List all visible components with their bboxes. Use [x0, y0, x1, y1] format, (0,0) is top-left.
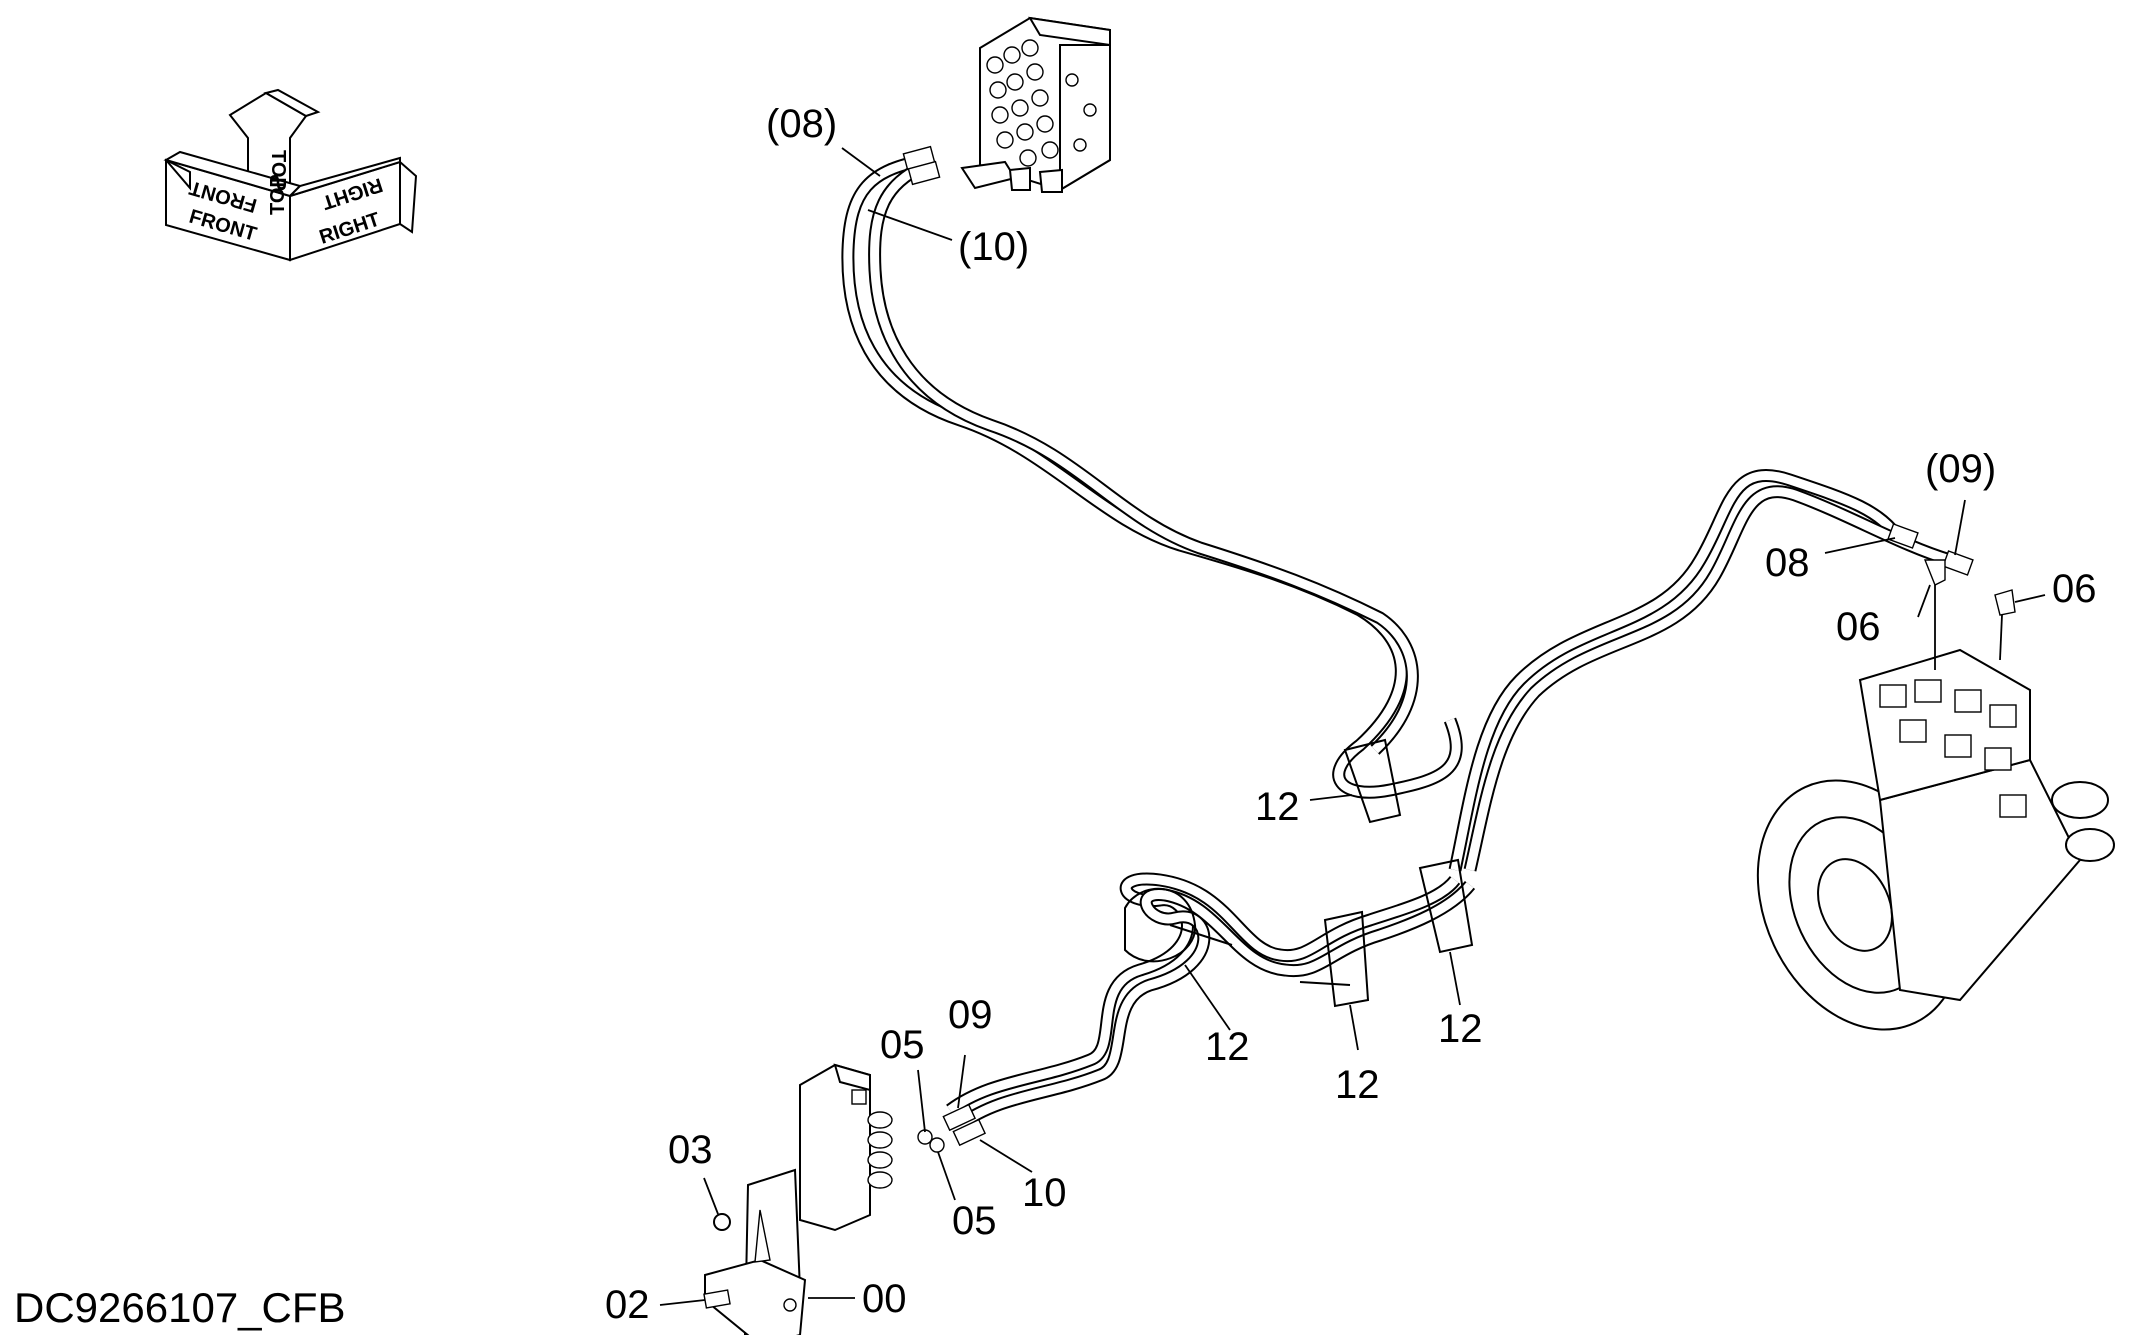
- callout-12-b: 12: [1205, 1025, 1250, 1069]
- callout-09-paren: (09): [1925, 447, 1996, 491]
- clamp-b: [1418, 858, 1474, 954]
- clamp-a: [1343, 738, 1402, 824]
- drawing-code: DC9266107_CFB: [14, 1284, 346, 1331]
- callout-02: 02: [605, 1283, 650, 1327]
- callout-06-right: 06: [2052, 567, 2097, 611]
- orientation-top-label: TOP: [267, 150, 289, 191]
- valve-fittings: [986, 39, 1097, 167]
- bolt-03: [713, 1213, 731, 1231]
- callout-08: 08: [1765, 541, 1810, 585]
- control-valve-top: [960, 16, 1111, 193]
- callout-12-a: 12: [1255, 785, 1300, 829]
- hose-line-lower: [946, 872, 1476, 1131]
- main-pump: [1756, 648, 2115, 1031]
- callout-10-paren: (10): [958, 225, 1029, 269]
- mounting-bracket: [704, 1168, 807, 1335]
- clamp-d: [1124, 887, 1197, 963]
- pump-regulator-fittings: [1879, 679, 2027, 818]
- callout-12-c: 12: [1335, 1063, 1380, 1107]
- clamp-c: [1323, 910, 1370, 1008]
- clamp-d-tail: [1169, 924, 1233, 946]
- leader-lines: [659, 147, 2046, 1306]
- hose-clamps: [1124, 738, 1474, 1008]
- callout-08-paren: (08): [766, 102, 837, 146]
- hose-line-08-10: [841, 145, 1463, 799]
- callout-05-bottom: 05: [952, 1199, 997, 1243]
- callout-labels: (08) (10) (09) 08 06 06 12 12 12 12 09 0…: [605, 102, 2097, 1327]
- callout-00: 00: [862, 1277, 907, 1321]
- fittings-05: [917, 1129, 945, 1153]
- orientation-top-label-mirror: TOP: [267, 174, 289, 215]
- callout-06-left: 06: [1836, 605, 1881, 649]
- callout-09: 09: [948, 993, 993, 1037]
- hose-line-09: [1448, 469, 1952, 872]
- bolt-02: [703, 1289, 731, 1309]
- callout-03: 03: [668, 1128, 713, 1172]
- callout-12-d: 12: [1438, 1007, 1483, 1051]
- pilot-valve: [799, 1063, 893, 1232]
- pump-elbow-fittings: [1887, 523, 2016, 670]
- orientation-arrow-symbol: FRONT FRONT TOP TOP RIGHT RIGHT: [163, 88, 418, 262]
- callout-10: 10: [1022, 1171, 1067, 1215]
- callout-05-top: 05: [880, 1023, 925, 1067]
- hose-ends-09-10: [942, 1103, 986, 1147]
